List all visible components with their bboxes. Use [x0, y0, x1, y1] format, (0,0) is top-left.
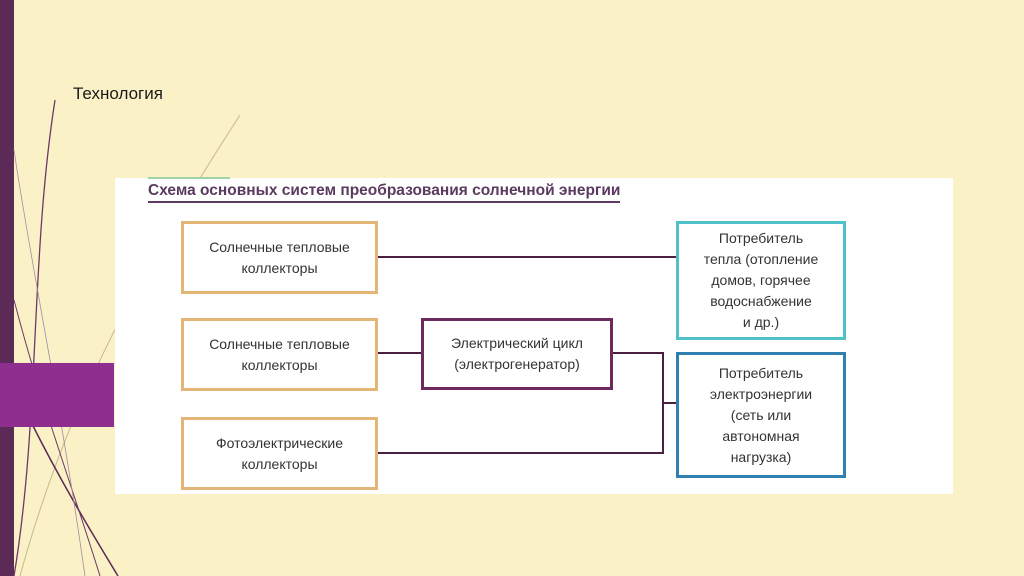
heading-overline	[148, 177, 230, 179]
source-box-photovoltaic: Фотоэлектрические коллекторы	[181, 417, 378, 490]
converter-box-electric-cycle: Электрический цикл (электрогенератор)	[421, 318, 613, 390]
diagram-heading: Схема основных систем преобразования сол…	[148, 181, 620, 203]
slide-title: Технология	[73, 84, 163, 104]
consumer-box-electricity: Потребитель электроэнергии (сеть или авт…	[676, 352, 846, 478]
source-box-solar-thermal-2: Солнечные тепловые коллекторы	[181, 318, 378, 391]
source-box-solar-thermal-1: Солнечные тепловые коллекторы	[181, 221, 378, 294]
consumer-box-heat: Потребитель тепла (отопление домов, горя…	[676, 221, 846, 340]
left-accent-bar	[0, 0, 14, 576]
accent-block	[0, 363, 114, 427]
